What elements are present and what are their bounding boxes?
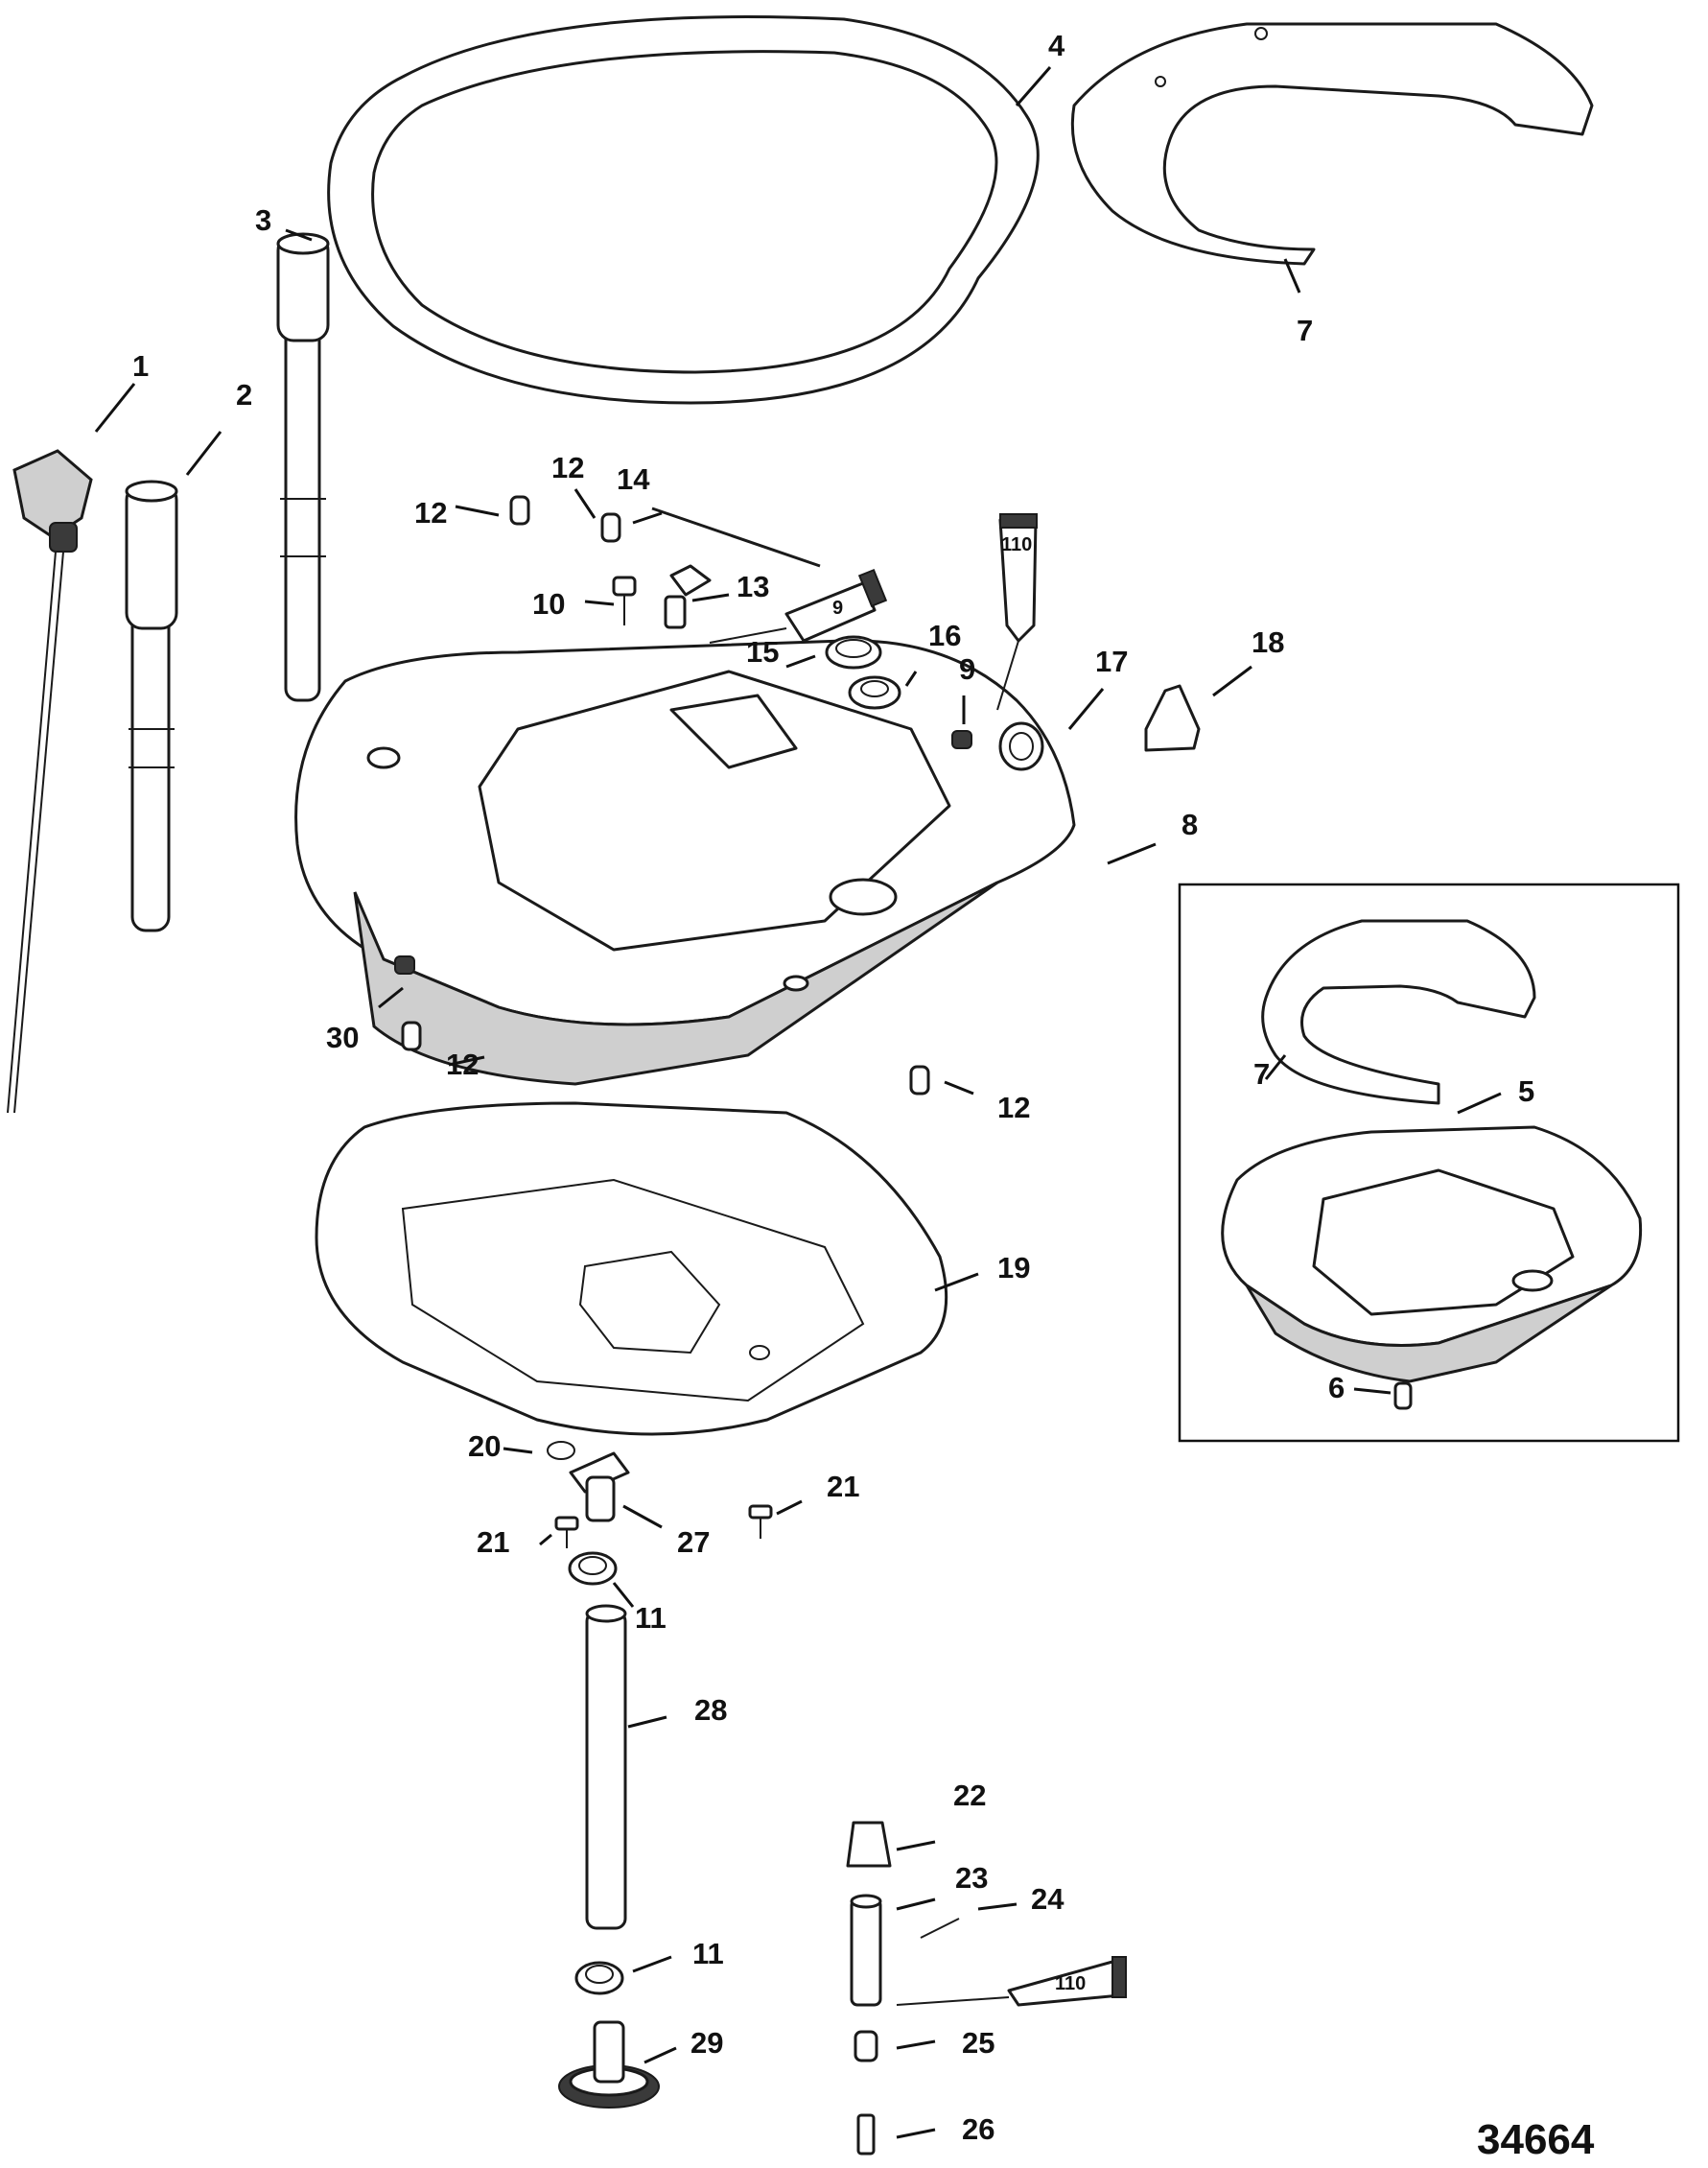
callout-10: 10 (532, 587, 565, 621)
callout-23: 23 (955, 1861, 988, 1895)
callout-7-inset: 7 (1253, 1057, 1270, 1091)
part-9-plug (951, 730, 972, 749)
part-24-pin (920, 1918, 960, 1939)
figure-reference-number: 34664 (1477, 2116, 1595, 2163)
callout-30: 30 (326, 1021, 359, 1054)
part-3-tube (276, 232, 330, 702)
part-6-dowel-inset (1393, 1381, 1413, 1410)
part-23-shaft (850, 1894, 882, 2007)
callout-13: 13 (737, 570, 769, 603)
part-11-clamp-upper (568, 1551, 618, 1586)
callout-11-lower: 11 (692, 1937, 724, 1970)
part-18-boot (1144, 684, 1201, 752)
part-30-plug (394, 955, 415, 975)
callout-21-left: 21 (477, 1525, 509, 1559)
tube-110-top-label: 110 (1001, 534, 1032, 555)
callout-16: 16 (928, 619, 961, 652)
callout-5: 5 (1518, 1074, 1534, 1108)
sealant-tube-110-bottom: 110 (896, 1956, 1127, 2007)
part-10-screw (612, 576, 637, 625)
part-8-adaptor-plate (294, 639, 1076, 1086)
callout-15: 15 (746, 635, 779, 669)
callout-25: 25 (962, 2026, 994, 2060)
part-15-seal (825, 635, 882, 670)
leader-lines (94, 66, 1502, 2139)
part-4-seal-ring (327, 15, 1040, 405)
callout-26: 26 (962, 2112, 994, 2146)
callout-21-right: 21 (827, 1470, 859, 1503)
callout-8: 8 (1182, 808, 1198, 841)
callout-12-b: 12 (551, 451, 584, 484)
callout-28: 28 (694, 1693, 727, 1727)
part-25-bushing (854, 2030, 878, 2062)
part-29-grommet (558, 2020, 660, 2109)
callout-3: 3 (255, 203, 271, 237)
part-20-oring (547, 1441, 575, 1460)
callout-20: 20 (468, 1429, 501, 1463)
callout-19: 19 (997, 1251, 1030, 1284)
part-14-rod (651, 507, 821, 568)
sealant-tube-110-top: 110 (996, 513, 1038, 711)
part-12-dowels (401, 495, 930, 1096)
part-17-grommet (998, 721, 1044, 771)
part-13-fitting (664, 564, 712, 629)
part-22-cap (846, 1821, 892, 1868)
callout-1: 1 (132, 349, 149, 383)
part-7-gasket-inset (1261, 919, 1536, 1105)
callout-29: 29 (690, 2026, 723, 2060)
sealant-tube-9: 9 (709, 568, 888, 644)
part-19-gasket (315, 1101, 948, 1436)
callout-12-a: 12 (414, 496, 447, 530)
callout-11-upper: 11 (635, 1601, 667, 1635)
part-28-tube (585, 1604, 627, 1930)
callout-6: 6 (1328, 1371, 1345, 1404)
part-16-seal (848, 675, 901, 710)
callout-17: 17 (1095, 645, 1128, 678)
callout-27: 27 (677, 1525, 710, 1559)
callout-22: 22 (953, 1779, 986, 1812)
callout-24: 24 (1031, 1882, 1065, 1916)
callout-18: 18 (1252, 625, 1284, 659)
part-27-fitting (569, 1451, 630, 1522)
part-7-gasket-top (1070, 22, 1594, 266)
part-2-tube (125, 480, 178, 932)
callout-12-c: 12 (446, 1048, 479, 1081)
tube-110-bottom-label: 110 (1055, 1973, 1086, 1994)
callout-14: 14 (617, 462, 650, 496)
part-21-screws (554, 1504, 773, 1548)
part-11-clamp-lower (574, 1961, 624, 1995)
tube-9-label: 9 (832, 598, 843, 619)
callout-9: 9 (959, 652, 975, 686)
callouts: 1 2 3 4 7 8 12 12 14 10 13 15 16 9 17 18… (132, 29, 1595, 2163)
part-1-dipstick (7, 449, 93, 1114)
callout-4: 4 (1048, 29, 1065, 62)
callout-7-top: 7 (1297, 314, 1313, 347)
callout-12-d: 12 (997, 1091, 1030, 1124)
callout-2: 2 (236, 378, 252, 412)
part-26-screw (856, 2113, 876, 2156)
inset-box (1178, 883, 1680, 1443)
part-5-plate-inset (1221, 1125, 1643, 1383)
